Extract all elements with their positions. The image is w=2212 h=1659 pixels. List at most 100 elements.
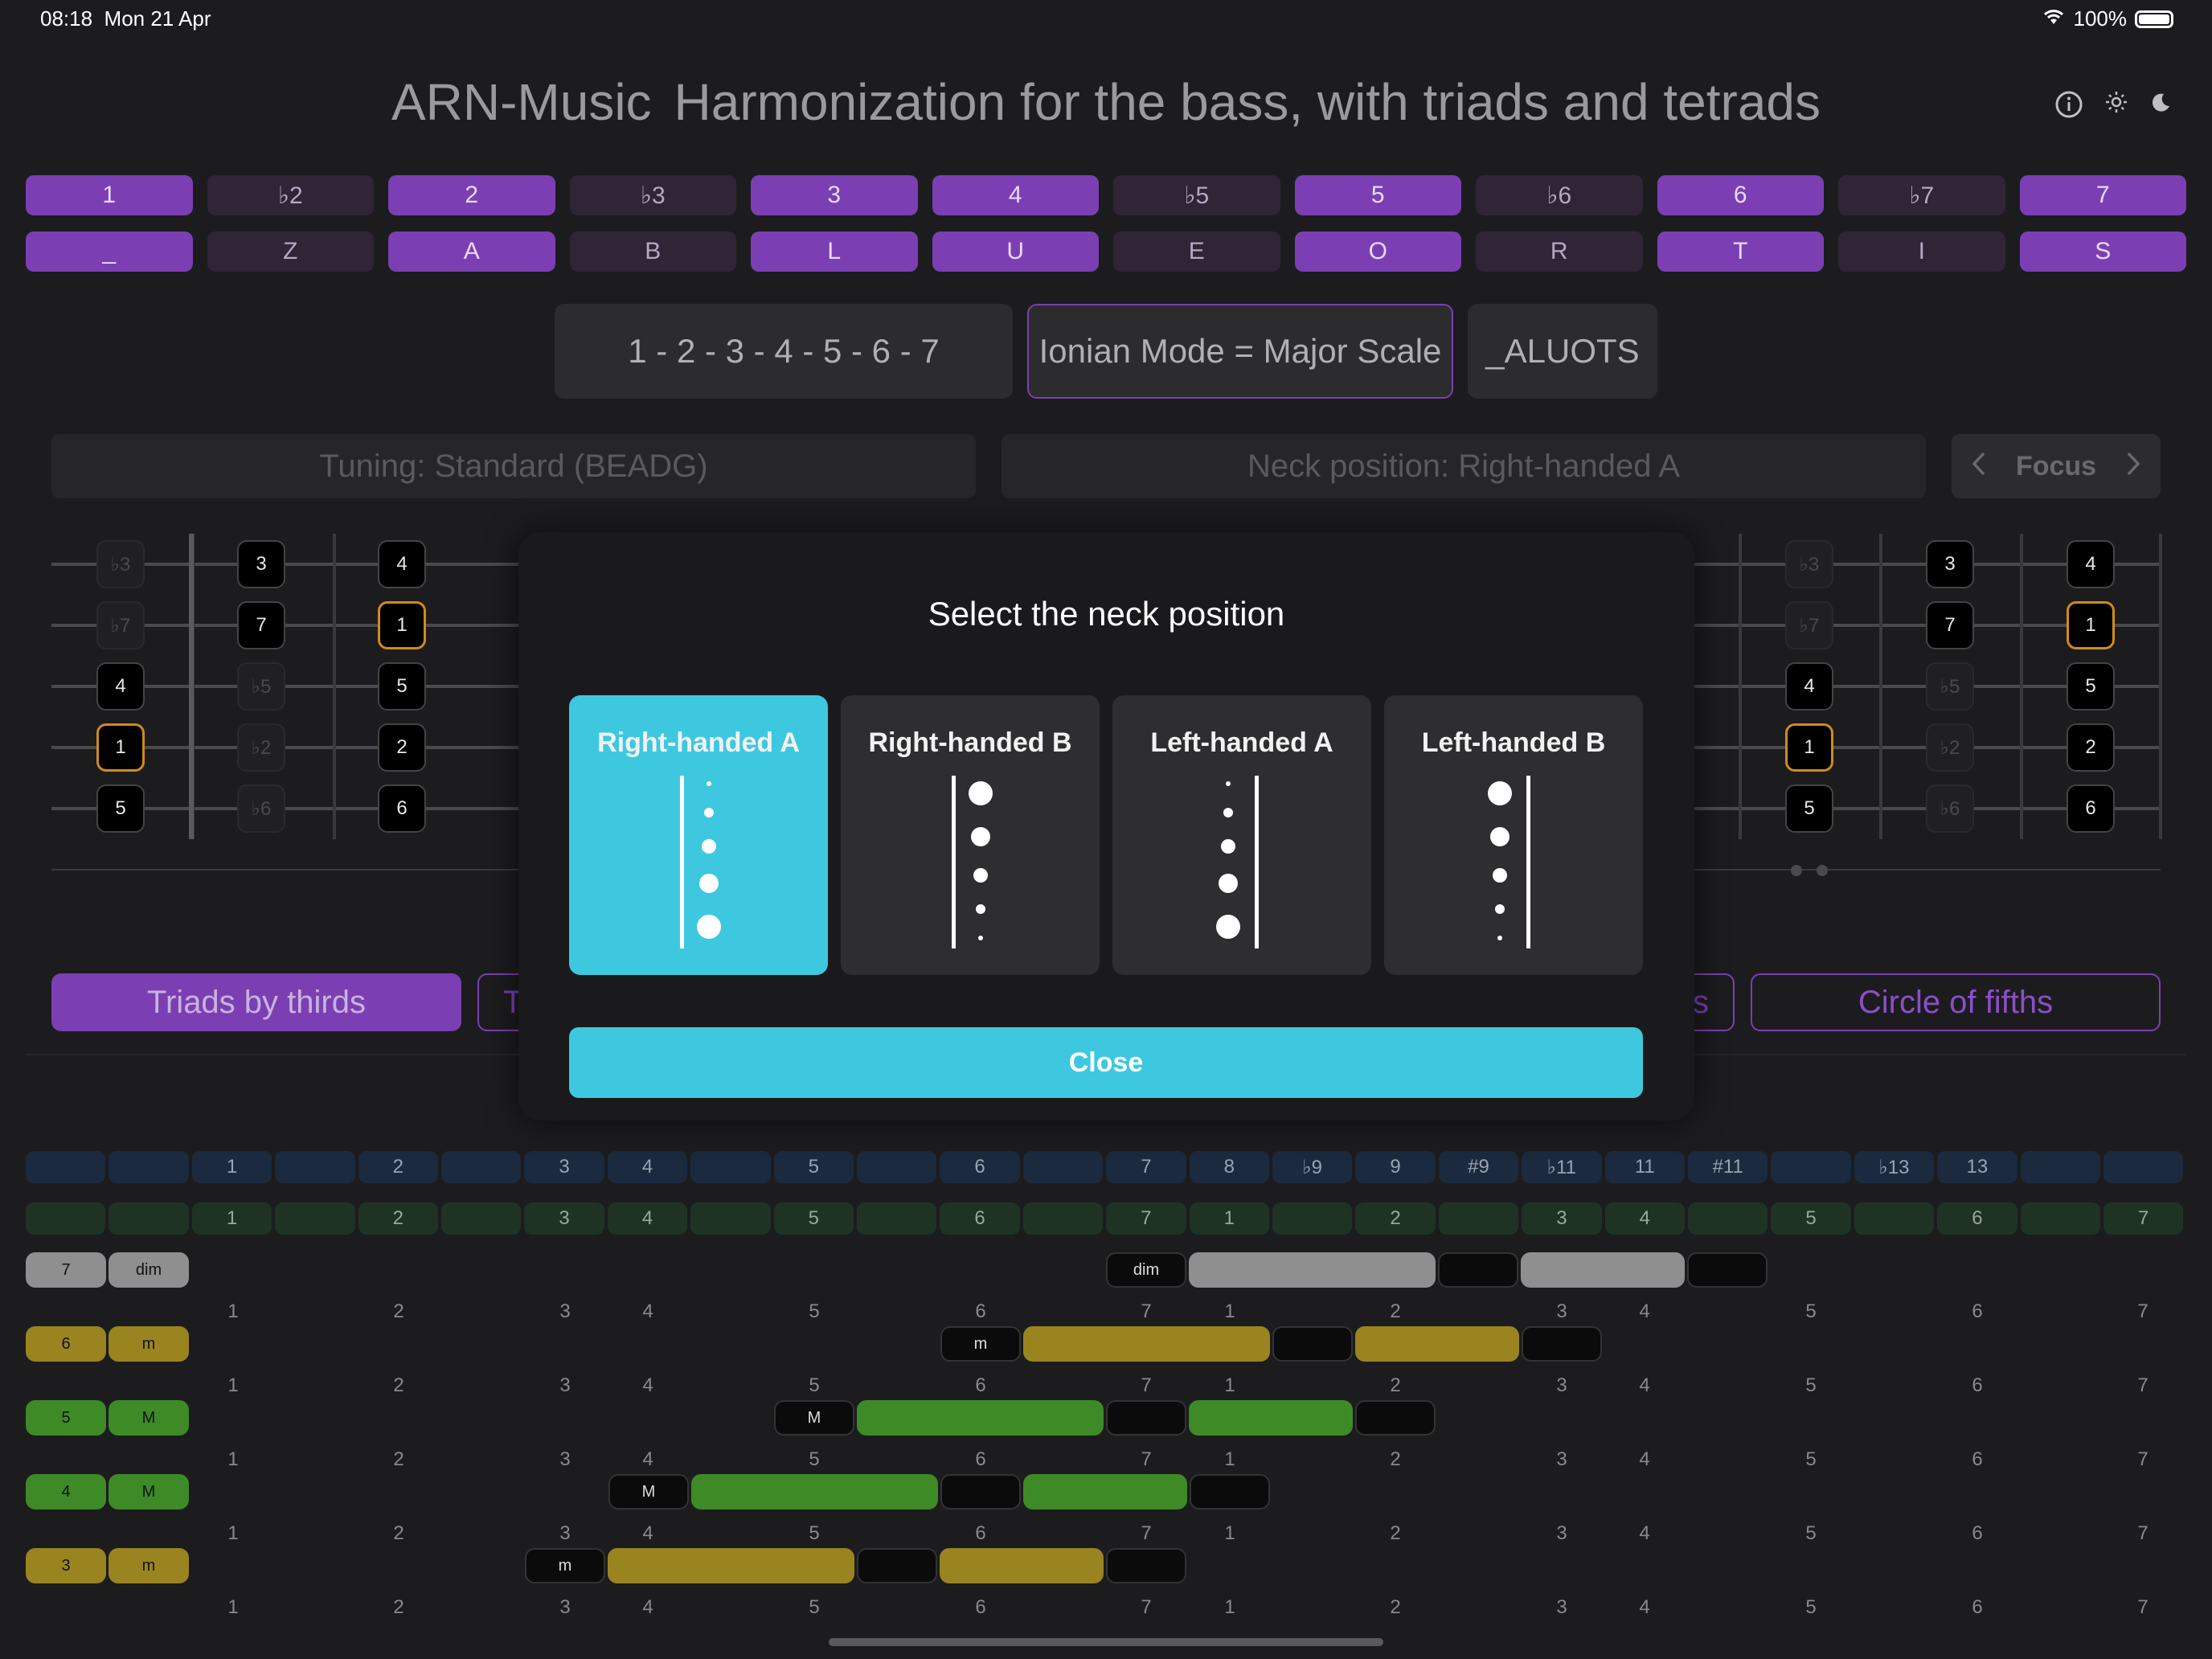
letter-button-10[interactable]: I bbox=[1838, 231, 2005, 272]
scale-degree-number: 7 bbox=[2137, 1448, 2149, 1470]
scale-degree-number: 2 bbox=[393, 1374, 404, 1396]
scale-degree-number: 3 bbox=[559, 1596, 571, 1618]
scale-degree-number: 4 bbox=[642, 1301, 653, 1322]
degree-button-9[interactable]: 6 bbox=[1657, 175, 1824, 215]
interval-header bbox=[2103, 1151, 2184, 1183]
triad-gap-chip bbox=[1687, 1252, 1768, 1288]
status-time-date: 08:18 Mon 21 Apr bbox=[40, 6, 211, 31]
scale-degree-number: 3 bbox=[1556, 1301, 1567, 1322]
scale-degree-number: 7 bbox=[2137, 1596, 2149, 1618]
degree-header: 7 bbox=[2103, 1202, 2184, 1235]
interval-header: ♭13 bbox=[1854, 1151, 1935, 1183]
scale-degree-number: 1 bbox=[227, 1448, 239, 1470]
letter-button-9[interactable]: T bbox=[1657, 231, 1824, 272]
chevron-right-icon[interactable] bbox=[2125, 449, 2141, 485]
degree-button-8[interactable]: ♭6 bbox=[1476, 175, 1643, 215]
letter-button-4[interactable]: L bbox=[751, 231, 918, 272]
scale-degree-number: 5 bbox=[1805, 1374, 1817, 1396]
option-right-handed-b[interactable]: Right-handed B bbox=[841, 695, 1100, 975]
scale-degree-number: 7 bbox=[2137, 1374, 2149, 1396]
scale-degree-number: 1 bbox=[1224, 1596, 1235, 1618]
chevron-left-icon[interactable] bbox=[1971, 449, 1987, 485]
scale-degree-number: 2 bbox=[393, 1522, 404, 1544]
scale-degree-number: 1 bbox=[227, 1522, 239, 1544]
degree-button-2[interactable]: 2 bbox=[388, 175, 555, 215]
scale-degree-number: 6 bbox=[1972, 1374, 1983, 1396]
neck-position-selector[interactable]: Neck position: Right-handed A bbox=[1002, 434, 1926, 498]
degree-button-0[interactable]: 1 bbox=[26, 175, 193, 215]
letter-button-3[interactable]: B bbox=[569, 231, 736, 272]
triad-quality-chip: M bbox=[608, 1474, 689, 1509]
scale-degree-number: 6 bbox=[1972, 1301, 1983, 1322]
interval-header: 2 bbox=[358, 1151, 438, 1183]
triad-span-bar bbox=[1023, 1474, 1187, 1509]
letter-button-11[interactable]: S bbox=[2019, 231, 2186, 272]
focus-control[interactable]: Focus bbox=[1952, 434, 2161, 498]
degree-header bbox=[441, 1202, 522, 1235]
degree-button-4[interactable]: 3 bbox=[751, 175, 918, 215]
option-left-handed-a[interactable]: Left-handed A bbox=[1112, 695, 1371, 975]
row-degree-chip: 5 bbox=[26, 1400, 106, 1436]
triad-quality-chip: m bbox=[940, 1326, 1021, 1362]
scale-degree-number: 5 bbox=[1805, 1301, 1817, 1322]
option-right-handed-a[interactable]: Right-handed A bbox=[569, 695, 828, 975]
degree-button-7[interactable]: 5 bbox=[1294, 175, 1461, 215]
scale-degree-number: 4 bbox=[1639, 1374, 1650, 1396]
scale-formula: 1 - 2 - 3 - 4 - 5 - 6 - 7 bbox=[555, 304, 1013, 399]
scale-degree-number: 5 bbox=[1805, 1448, 1817, 1470]
degree-header: 6 bbox=[1937, 1202, 2017, 1235]
interval-header: 11 bbox=[1604, 1151, 1685, 1183]
row-quality-chip: M bbox=[109, 1474, 189, 1509]
dark-mode-icon[interactable] bbox=[2149, 90, 2172, 126]
scale-degree-number: 7 bbox=[2137, 1301, 2149, 1322]
degree-button-11[interactable]: 7 bbox=[2019, 175, 2186, 215]
degree-button-5[interactable]: 4 bbox=[932, 175, 1099, 215]
scale-degree-number: 6 bbox=[1972, 1522, 1983, 1544]
option-label: Left-handed A bbox=[1150, 727, 1333, 758]
mode-name[interactable]: Ionian Mode = Major Scale bbox=[1027, 304, 1453, 399]
letter-button-1[interactable]: Z bbox=[207, 231, 374, 272]
light-mode-icon[interactable] bbox=[2104, 90, 2128, 126]
interval-header: 8 bbox=[1189, 1151, 1269, 1183]
letter-button-7[interactable]: O bbox=[1294, 231, 1461, 272]
scale-degree-number: 5 bbox=[809, 1374, 820, 1396]
scale-degree-number: 6 bbox=[1972, 1596, 1983, 1618]
interval-header: 1 bbox=[191, 1151, 272, 1183]
degree-button-3[interactable]: ♭3 bbox=[569, 175, 736, 215]
scale-code: _ALUOTS bbox=[1468, 304, 1657, 399]
scale-degree-number: 1 bbox=[227, 1374, 239, 1396]
interval-header: #9 bbox=[1438, 1151, 1519, 1183]
triad-span-bar bbox=[1355, 1326, 1519, 1362]
letter-button-2[interactable]: A bbox=[388, 231, 555, 272]
interval-header: 4 bbox=[607, 1151, 688, 1183]
letter-button-8[interactable]: R bbox=[1476, 231, 1643, 272]
top-icons bbox=[2054, 90, 2172, 126]
scale-degree-number: 7 bbox=[2137, 1522, 2149, 1544]
degree-button-1[interactable]: ♭2 bbox=[207, 175, 374, 215]
scale-degree-number: 3 bbox=[559, 1374, 571, 1396]
tuning-selector[interactable]: Tuning: Standard (BEADG) bbox=[51, 434, 976, 498]
home-indicator bbox=[829, 1638, 1383, 1646]
scale-degree-number: 6 bbox=[975, 1374, 986, 1396]
scale-degree-number: 5 bbox=[1805, 1596, 1817, 1618]
degree-header: 4 bbox=[607, 1202, 688, 1235]
scale-degree-number: 5 bbox=[809, 1448, 820, 1470]
letter-button-0[interactable]: _ bbox=[26, 231, 193, 272]
close-button[interactable]: Close bbox=[569, 1027, 1643, 1098]
letter-button-5[interactable]: U bbox=[932, 231, 1099, 272]
scale-degree-number: 6 bbox=[975, 1448, 986, 1470]
degree-button-10[interactable]: ♭7 bbox=[1838, 175, 2005, 215]
degree-header: 4 bbox=[1604, 1202, 1685, 1235]
interval-header: ♭11 bbox=[1522, 1151, 1602, 1183]
scale-degree-number: 1 bbox=[227, 1301, 239, 1322]
scale-degree-number: 3 bbox=[559, 1448, 571, 1470]
triads-by-thirds-button[interactable]: Triads by thirds bbox=[51, 973, 461, 1031]
scale-degree-number: 7 bbox=[1141, 1374, 1152, 1396]
option-left-handed-b[interactable]: Left-handed B bbox=[1384, 695, 1643, 975]
circle-of-fifths-button[interactable]: Circle of fifths bbox=[1751, 973, 2161, 1031]
degree-header: 3 bbox=[524, 1202, 604, 1235]
degree-button-6[interactable]: ♭5 bbox=[1113, 175, 1280, 215]
letter-button-6[interactable]: E bbox=[1113, 231, 1280, 272]
info-icon[interactable] bbox=[2054, 90, 2083, 126]
